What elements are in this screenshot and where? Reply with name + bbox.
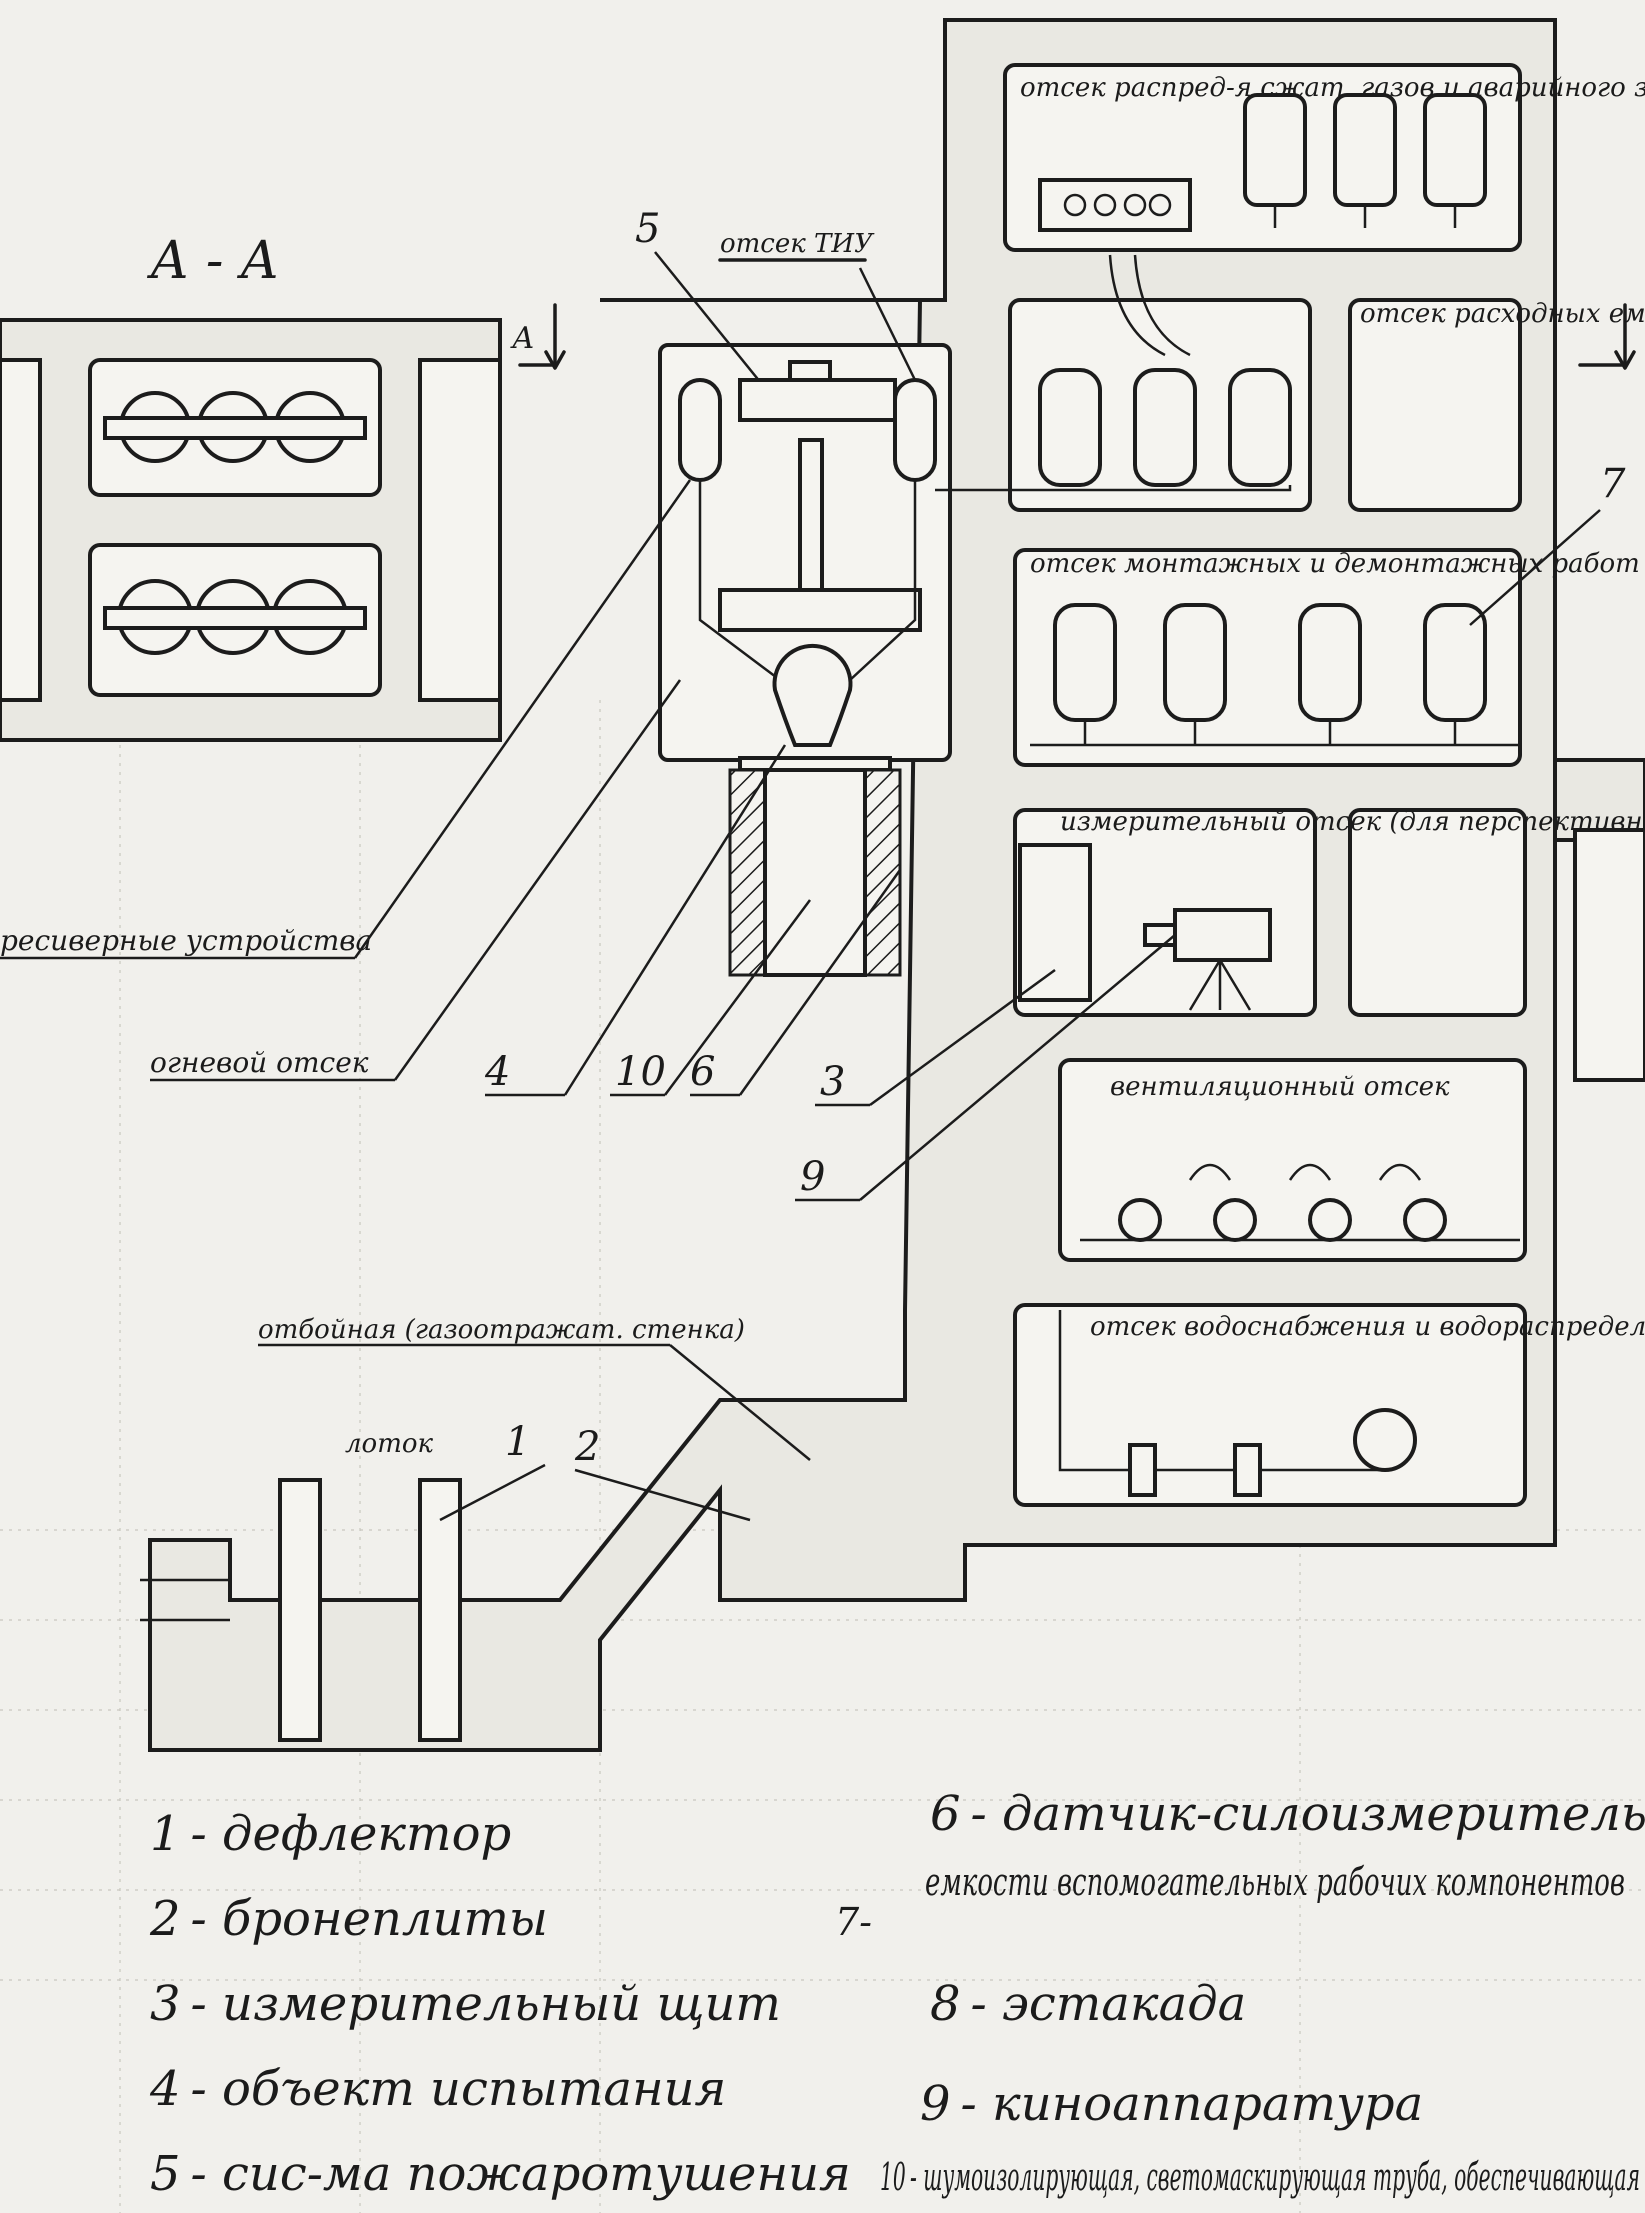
tiu-room: 5 отсек ТИУ [635,206,952,772]
legend-item-8: 8- эстакада [930,1976,1246,2032]
callouts: ресиверные устройства огневой отсек 4 10… [0,479,1176,1522]
measuring-room: измерительный отсек (для перспективных к… [1013,807,1645,1017]
legend-item-7-num: 7- [835,1900,872,1944]
callout-5: 6 [690,1049,715,1095]
section-right-cut [418,358,502,702]
fire-room-duct [763,768,867,977]
section-label: А - А [146,231,279,291]
receiver-group-upper [103,391,367,463]
force-sensor-frame [738,378,897,422]
section-left-cut [0,358,42,702]
receiver-label: ресиверные устройства [0,924,372,957]
tiu-tank-left [678,378,722,482]
test-object [772,643,853,747]
legend-item-2: 2- бронеплиты [149,1891,548,1947]
force-sensor [798,438,824,592]
tiu-tank-right [893,378,937,482]
legend-item-6: 6- датчик-силоизмеритель [930,1786,1645,1842]
mounting-room-label: отсек монтажных и демонтажных работ [1030,549,1640,579]
water-pump [1353,1408,1417,1472]
gas-wall-label: отбойная (газоотражат. стенка) [258,1315,745,1345]
legend-item-4: 4- объект испытания [149,2061,726,2117]
callout-4: 4 [484,1049,510,1095]
measuring-room-label: измерительный отсек (для перспективных к… [1060,807,1645,837]
legend: 1- дефлектор 2- бронеплиты 3- измеритель… [149,1786,1645,2202]
legend-item-9: 9- киноаппаратура [920,2076,1423,2132]
tiu-room-label: отсек ТИУ [720,229,875,259]
right-edge-room [1573,828,1645,1082]
tray: лоток [140,1429,462,1742]
callout-9: 9 [800,1154,825,1200]
supply-tanks-room: отсек расходных емкостей [935,254,1645,512]
section-a-a: А - А А [0,231,1636,742]
movie-camera [1173,908,1272,962]
legend-item-3: 3- измерительный щит [150,1976,781,2032]
ventilation-room: вентиляционный отсек [1058,1058,1527,1262]
gas-distribution-room: отсек распред-я сжат. газов и аварийного… [1003,63,1645,252]
water-room: отсек водоснабжения и водораспределения [1013,1303,1645,1507]
supply-room-label: отсек расходных емкостей [1360,299,1645,329]
fire-room-label: огневой отсек [150,1046,369,1079]
callout-6: 5 [635,206,660,252]
receiver-group-lower [103,579,367,655]
measuring-panel [1018,843,1092,1002]
legend-item-5: 5- сис-ма пожаротушения [150,2146,851,2202]
callout-1: 1 [505,1419,530,1465]
legend-item-10: 10- шумоизолирующая, светомаскирующая тр… [880,2155,1640,2199]
ventilation-room-label: вентиляционный отсек [1110,1072,1450,1102]
callout-7: 7 [1600,461,1626,507]
legend-item-7-text: емкости вспомогательных рабочих компонен… [925,1860,1625,1904]
callout-3: 3 [820,1059,845,1105]
mounting-room: отсек монтажных и демонтажных работ 7 [1013,461,1640,767]
water-room-label: отсек водоснабжения и водораспределения [1090,1312,1645,1342]
callout-2: 2 [574,1424,600,1470]
legend-item-1: 1- дефлектор [150,1806,511,1862]
tray-label: лоток [345,1429,434,1459]
gas-room-label: отсек распред-я сжат. газов и аварийного… [1020,73,1645,103]
callout-10: 10 [615,1049,666,1095]
section-marker-left: А [510,321,535,356]
test-stand-plate [718,588,922,632]
fire-room [728,768,902,977]
